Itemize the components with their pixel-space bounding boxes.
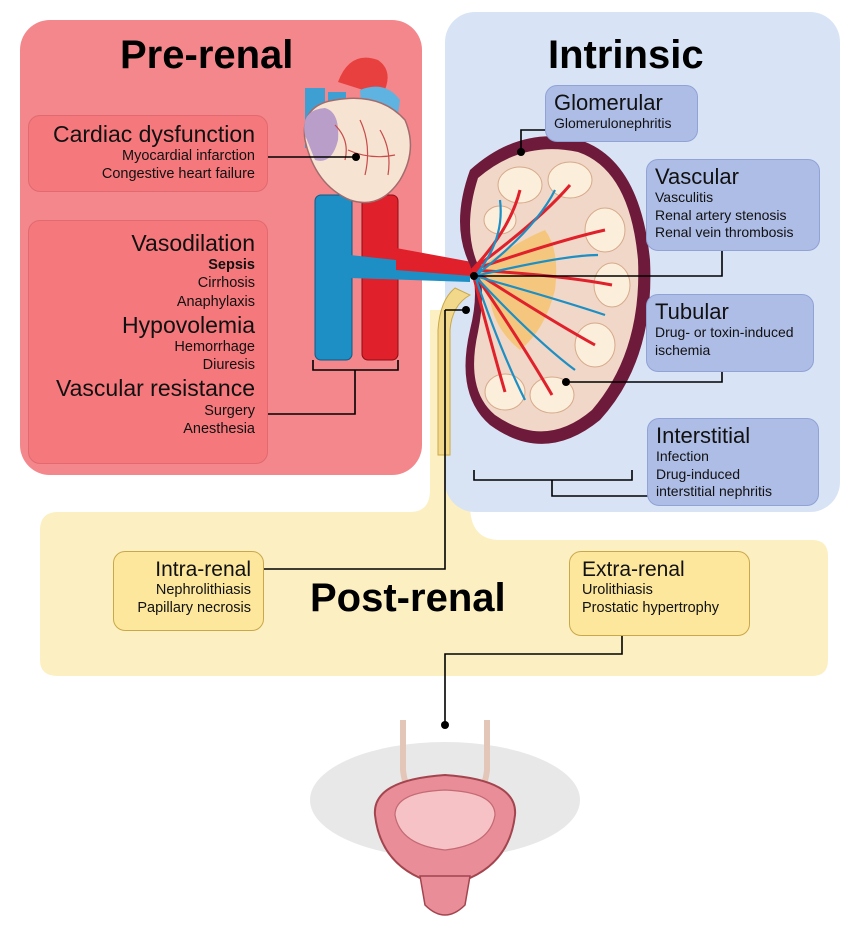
postrenal-title: Post-renal [310, 576, 506, 620]
pre-renal-causes-box: Vasodilation Sepsis Cirrhosis Anaphylaxi… [28, 220, 268, 464]
vascular-item: Vasculitis [655, 189, 714, 206]
intra-renal-box: Intra-renal Nephrolithiasis Papillary ne… [113, 551, 264, 631]
interstitial-item: interstitial nephritis [656, 483, 772, 500]
vascular-heading: Vascular [655, 164, 739, 189]
hypovolemia-item: Hemorrhage [174, 338, 255, 355]
hypovolemia-heading: Hypovolemia [122, 311, 255, 338]
connector-dots [352, 148, 570, 729]
glomerular-box: Glomerular Glomerulonephritis [545, 85, 698, 142]
interstitial-item: Infection [656, 448, 709, 465]
extra-renal-item: Prostatic hypertrophy [582, 600, 720, 617]
resistance-item: Anesthesia [183, 420, 255, 437]
vascular-resistance-heading: Vascular resistance [56, 375, 255, 402]
hypovolemia-item: Diuresis [202, 357, 255, 374]
intra-renal-item: Papillary necrosis [137, 600, 251, 617]
prerenal-title: Pre-renal [120, 33, 294, 77]
vasodilation-item: Anaphylaxis [176, 293, 255, 310]
connector-lines [264, 129, 723, 725]
glomerular-heading: Glomerular [554, 90, 663, 115]
kidney-illustration [460, 136, 651, 444]
glomerular-item: Glomerulonephritis [554, 115, 672, 132]
heart-illustration [303, 57, 412, 204]
vascular-item: Renal artery stenosis [655, 206, 787, 223]
cardiac-dysfunction-box: Cardiac dysfunction Myocardial infarctio… [28, 115, 268, 192]
interstitial-box: Interstitial Infection Drug-induced inte… [647, 418, 819, 506]
resistance-item: Surgery [204, 402, 255, 419]
tubular-item: Drug- or toxin-induced [655, 324, 794, 341]
vasodilation-item: Cirrhosis [197, 275, 255, 292]
interstitial-heading: Interstitial [656, 423, 751, 448]
cardiac-item: Myocardial infarction [122, 148, 255, 165]
bladder-illustration [310, 720, 580, 916]
interstitial-item: Drug-induced [656, 465, 741, 482]
vasodilation-heading: Vasodilation [131, 230, 255, 256]
renal-artery-vessel [396, 248, 472, 276]
cardiac-item: Congestive heart failure [101, 166, 255, 183]
intrinsic-title: Intrinsic [548, 33, 704, 77]
extra-renal-heading: Extra-renal [582, 558, 685, 581]
tubular-box: Tubular Drug- or toxin-induced ischemia [646, 294, 814, 372]
tubular-item: ischemia [655, 341, 711, 358]
vascular-item: Renal vein thrombosis [655, 224, 794, 241]
vena-cava-vessel [314, 194, 353, 361]
vascular-box: Vascular Vasculitis Renal artery stenosi… [646, 159, 820, 251]
cardiac-dysfunction-heading: Cardiac dysfunction [53, 121, 255, 147]
intra-renal-heading: Intra-renal [155, 558, 251, 581]
intra-renal-item: Nephrolithiasis [155, 582, 251, 599]
vasodilation-item: Sepsis [208, 257, 255, 274]
extra-renal-box: Extra-renal Urolithiasis Prostatic hyper… [569, 551, 750, 636]
tubular-heading: Tubular [655, 299, 729, 324]
ureter-illustration [437, 287, 472, 456]
extra-renal-item: Urolithiasis [582, 582, 653, 599]
